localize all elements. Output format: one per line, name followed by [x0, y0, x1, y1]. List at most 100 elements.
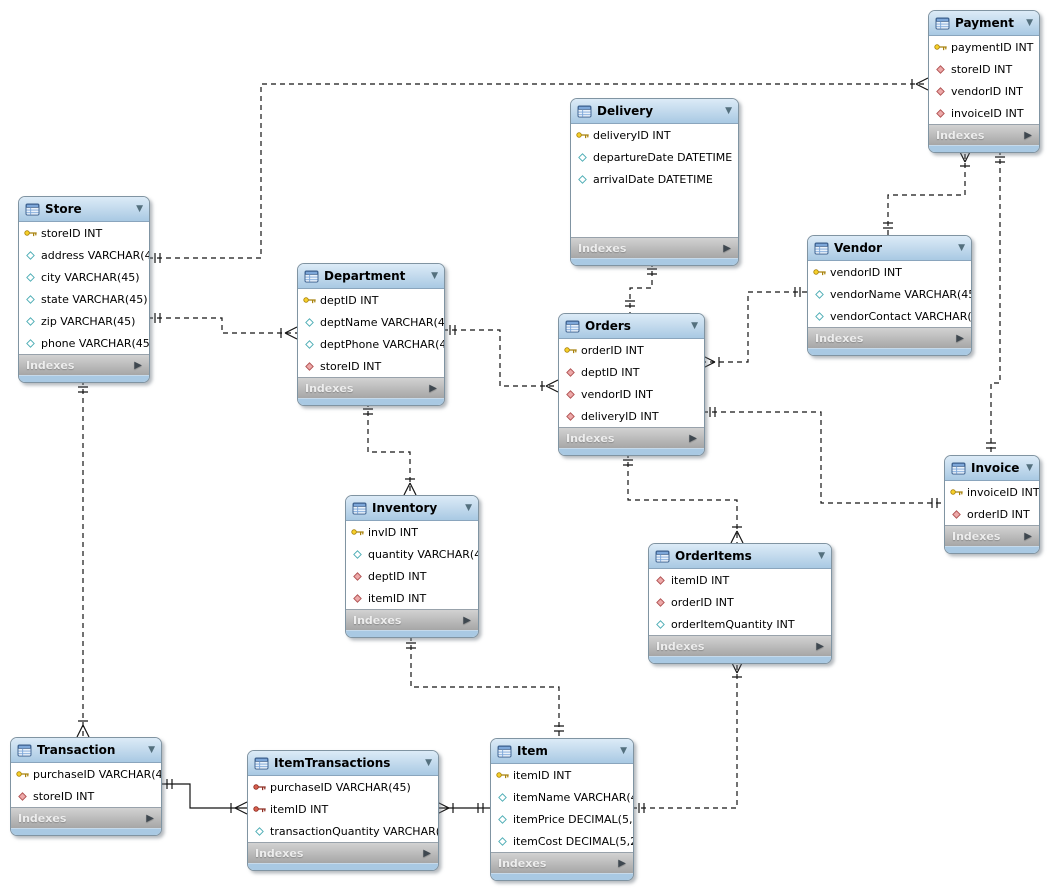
expand-arrow-icon[interactable]: ▶ [146, 812, 154, 824]
table-header[interactable]: Vendor▼ [808, 236, 971, 261]
collapse-caret-icon[interactable]: ▼ [136, 204, 143, 214]
column-row[interactable]: invID INT [346, 521, 478, 543]
column-row[interactable]: address VARCHAR(45) [19, 244, 149, 266]
column-row[interactable]: phone VARCHAR(45) [19, 332, 149, 354]
expand-arrow-icon[interactable]: ▶ [618, 857, 626, 869]
collapse-caret-icon[interactable]: ▼ [725, 106, 732, 116]
relationship-department-orders[interactable] [443, 329, 558, 387]
expand-arrow-icon[interactable]: ▶ [429, 382, 437, 394]
indexes-bar[interactable]: Indexes▶ [571, 237, 738, 258]
relationship-department-inventory[interactable] [367, 402, 411, 495]
collapse-caret-icon[interactable]: ▼ [620, 746, 627, 756]
collapse-caret-icon[interactable]: ▼ [425, 758, 432, 768]
column-row[interactable]: itemID INT [248, 798, 438, 820]
relationship-vendor-payment[interactable] [887, 150, 966, 235]
indexes-bar[interactable]: Indexes▶ [559, 427, 704, 448]
table-header[interactable]: ItemTransactions▼ [248, 751, 438, 776]
column-row[interactable]: deptID INT [559, 361, 704, 383]
column-row[interactable]: vendorID INT [559, 383, 704, 405]
table-header[interactable]: Payment▼ [929, 11, 1039, 36]
relationship-store-department[interactable] [148, 317, 297, 334]
table-header[interactable]: Invoice▼ [945, 456, 1039, 481]
column-row[interactable]: invoiceID INT [929, 102, 1039, 124]
column-row[interactable]: deptName VARCHAR(45) [298, 311, 444, 333]
column-row[interactable]: storeID INT [11, 785, 161, 807]
expand-arrow-icon[interactable]: ▶ [956, 332, 964, 344]
column-row[interactable]: itemID INT [491, 764, 633, 786]
table-header[interactable]: Inventory▼ [346, 496, 478, 521]
collapse-caret-icon[interactable]: ▼ [818, 551, 825, 561]
relationship-payment-invoice[interactable] [990, 150, 1001, 455]
collapse-caret-icon[interactable]: ▼ [1026, 18, 1033, 28]
expand-arrow-icon[interactable]: ▶ [689, 432, 697, 444]
table-header[interactable]: Transaction▼ [11, 738, 161, 763]
table-header[interactable]: Department▼ [298, 264, 444, 289]
column-row[interactable]: storeID INT [929, 58, 1039, 80]
indexes-bar[interactable]: Indexes▶ [491, 852, 633, 873]
column-row[interactable]: orderItemQuantity INT [649, 613, 831, 635]
column-row[interactable]: itemID INT [346, 587, 478, 609]
indexes-bar[interactable]: Indexes▶ [346, 609, 478, 630]
column-row[interactable]: deliveryID INT [559, 405, 704, 427]
column-row[interactable]: quantity VARCHAR(45) [346, 543, 478, 565]
indexes-bar[interactable]: Indexes▶ [248, 842, 438, 863]
collapse-caret-icon[interactable]: ▼ [465, 503, 472, 513]
table-transaction[interactable]: Transaction▼ purchaseID VARCHAR(45) stor… [10, 737, 162, 836]
expand-arrow-icon[interactable]: ▶ [1024, 530, 1032, 542]
relationship-transaction-itemtransactions[interactable] [160, 783, 247, 809]
indexes-bar[interactable]: Indexes▶ [808, 327, 971, 348]
collapse-caret-icon[interactable]: ▼ [691, 321, 698, 331]
column-row[interactable]: storeID INT [19, 222, 149, 244]
collapse-caret-icon[interactable]: ▼ [958, 243, 965, 253]
collapse-caret-icon[interactable]: ▼ [431, 271, 438, 281]
column-row[interactable]: deptID INT [346, 565, 478, 587]
column-row[interactable]: purchaseID VARCHAR(45) [248, 776, 438, 798]
expand-arrow-icon[interactable]: ▶ [423, 847, 431, 859]
column-row[interactable]: deliveryID INT [571, 124, 738, 146]
relationship-store-payment[interactable] [148, 83, 928, 259]
column-row[interactable]: departureDate DATETIME [571, 146, 738, 168]
column-row[interactable]: arrivalDate DATETIME [571, 168, 738, 190]
column-row[interactable]: purchaseID VARCHAR(45) [11, 763, 161, 785]
table-delivery[interactable]: Delivery▼ deliveryID INT departureDate D… [570, 98, 739, 266]
relationship-item-orderitems[interactable] [632, 661, 738, 809]
table-payment[interactable]: Payment▼ paymentID INT storeID INT vendo… [928, 10, 1040, 153]
column-row[interactable]: orderID INT [559, 339, 704, 361]
collapse-caret-icon[interactable]: ▼ [1026, 463, 1033, 473]
table-header[interactable]: OrderItems▼ [649, 544, 831, 569]
relationship-delivery-orders[interactable] [629, 262, 653, 313]
column-row[interactable]: invoiceID INT [945, 481, 1039, 503]
expand-arrow-icon[interactable]: ▶ [1024, 129, 1032, 141]
table-vendor[interactable]: Vendor▼ vendorID INT vendorName VARCHAR(… [807, 235, 972, 356]
indexes-bar[interactable]: Indexes▶ [649, 635, 831, 656]
table-itemtransactions[interactable]: ItemTransactions▼ purchaseID VARCHAR(45)… [247, 750, 439, 871]
indexes-bar[interactable]: Indexes▶ [298, 377, 444, 398]
relationship-orders-orderitems[interactable] [627, 453, 738, 543]
column-row[interactable]: state VARCHAR(45) [19, 288, 149, 310]
indexes-bar[interactable]: Indexes▶ [945, 525, 1039, 546]
column-row[interactable]: vendorName VARCHAR(45) [808, 283, 971, 305]
table-orders[interactable]: Orders▼ orderID INT deptID INT vendorID … [558, 313, 705, 456]
column-row[interactable]: deptID INT [298, 289, 444, 311]
column-row[interactable]: paymentID INT [929, 36, 1039, 58]
column-row[interactable]: itemName VARCHAR(45) [491, 786, 633, 808]
collapse-caret-icon[interactable]: ▼ [148, 745, 155, 755]
column-row[interactable]: vendorID INT [929, 80, 1039, 102]
column-row[interactable]: vendorContact VARCHAR(45) [808, 305, 971, 327]
table-inventory[interactable]: Inventory▼ invID INT quantity VARCHAR(45… [345, 495, 479, 638]
relationship-vendor-orders[interactable] [703, 291, 807, 363]
column-row[interactable]: zip VARCHAR(45) [19, 310, 149, 332]
column-row[interactable]: orderID INT [649, 591, 831, 613]
table-item[interactable]: Item▼ itemID INT itemName VARCHAR(45) it… [490, 738, 634, 881]
table-orderitems[interactable]: OrderItems▼ itemID INT orderID INT order… [648, 543, 832, 664]
expand-arrow-icon[interactable]: ▶ [816, 640, 824, 652]
table-header[interactable]: Store▼ [19, 197, 149, 222]
column-row[interactable]: itemCost DECIMAL(5,2) [491, 830, 633, 852]
relationship-inventory-item[interactable] [410, 636, 560, 738]
indexes-bar[interactable]: Indexes▶ [19, 354, 149, 375]
column-row[interactable]: itemID INT [649, 569, 831, 591]
table-header[interactable]: Item▼ [491, 739, 633, 764]
table-store[interactable]: Store▼ storeID INT address VARCHAR(45) c… [18, 196, 150, 383]
